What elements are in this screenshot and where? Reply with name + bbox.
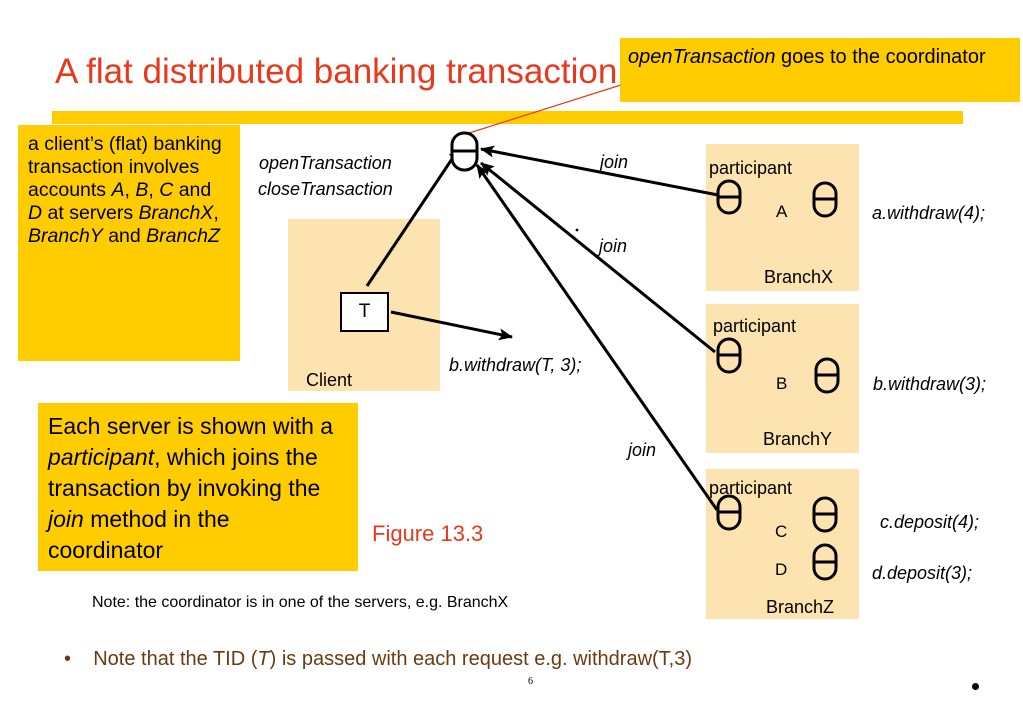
coordinator-icon	[450, 131, 479, 172]
join-arrow-z	[475, 164, 719, 511]
request-arrow	[390, 310, 513, 341]
branch-z-box	[706, 469, 859, 619]
account-icon-c	[812, 496, 838, 533]
op-c-deposit: c.deposit(4);	[880, 512, 980, 532]
client-coordinator-arrow	[365, 149, 460, 287]
desc-sep-3: ,	[213, 202, 219, 224]
page-number: 6	[528, 676, 533, 687]
client-label: Client	[306, 370, 353, 390]
join-label-z: join	[628, 440, 657, 460]
account-c-ref: C	[159, 179, 174, 201]
branch-z-ref: BranchZ	[146, 225, 220, 247]
callout-text: goes to the coordinator	[775, 46, 986, 68]
op-a-withdraw: a.withdraw(4);	[872, 203, 986, 223]
branch-x-ref: BranchX	[138, 202, 214, 224]
branch-y-label: BranchY	[763, 429, 833, 449]
account-icon-b	[814, 357, 840, 394]
desc-and: and	[173, 179, 212, 201]
op-b-withdraw: b.withdraw(3);	[873, 374, 987, 394]
account-d-ref: D	[28, 202, 43, 224]
dot-icon	[972, 683, 979, 690]
desc-sep-2: ,	[148, 179, 160, 201]
bullet-tid: T	[257, 648, 270, 670]
participant-icon-z	[716, 494, 742, 531]
bullet-icon: •	[64, 648, 94, 670]
transaction-id-box: T	[340, 292, 389, 332]
request-label: b.withdraw(T, 3);	[449, 355, 582, 375]
title-underline-bar	[52, 111, 963, 124]
account-icon-d	[812, 543, 838, 581]
account-icon-a	[812, 181, 838, 218]
bullet-text-2: ) is passed with each request e.g. withd…	[269, 648, 693, 670]
desc-sep-1: ,	[124, 179, 136, 201]
participant-label-y: participant	[713, 316, 797, 336]
open-transaction-label: openTransaction	[259, 153, 392, 173]
figure-label: Figure 13.3	[372, 521, 484, 546]
account-label-d: D	[775, 560, 788, 579]
join-label-x: join	[600, 152, 629, 172]
client-description-box: a client’s (flat) banking transaction in…	[18, 125, 240, 361]
account-b-ref: B	[135, 179, 149, 201]
participant-description-box: Each server is shown with a participant,…	[38, 403, 358, 571]
account-label-a: A	[776, 202, 788, 221]
coordinator-callout: openTransaction goes to the coordinator	[620, 38, 1020, 102]
desc-text-1: a client’s (flat) banking transaction in…	[28, 133, 222, 201]
desc-text-2: at servers	[42, 202, 139, 224]
p-desc-text-3: method in the coordinator	[48, 506, 230, 563]
op-d-deposit: d.deposit(3);	[872, 563, 973, 583]
close-transaction-label: closeTransaction	[258, 179, 393, 199]
p-desc-text-1: Each server is shown with a	[48, 413, 334, 439]
stray-dot	[575, 228, 579, 232]
bullet-text-1: Note that the TID (	[93, 648, 258, 670]
participant-term: participant	[48, 444, 155, 470]
callout-pointer-line	[465, 83, 625, 135]
participant-label-z: participant	[709, 478, 793, 498]
join-label-y: join	[599, 236, 628, 256]
branch-x-box	[706, 144, 859, 291]
desc-and-2: and	[102, 225, 147, 247]
tid-bullet: • Note that the TID (T) is passed with e…	[64, 648, 692, 671]
branch-y-box	[706, 304, 859, 453]
account-label-b: B	[776, 374, 788, 393]
coordinator-note: Note: the coordinator is in one of the s…	[92, 594, 509, 611]
branch-x-label: BranchX	[764, 267, 834, 287]
join-arrow-y	[480, 161, 716, 354]
join-term: join	[48, 506, 84, 532]
branch-z-label: BranchZ	[766, 597, 835, 617]
slide-title: A flat distributed banking transaction	[55, 52, 618, 91]
callout-italic: openTransaction	[628, 46, 776, 68]
participant-label-x: participant	[709, 158, 793, 178]
p-desc-text-2: , which joins the transaction by invokin…	[48, 444, 321, 501]
participant-icon-y	[716, 337, 742, 374]
account-label-c: C	[775, 522, 788, 541]
participant-icon-x	[716, 179, 742, 215]
join-arrow-x	[480, 145, 719, 197]
account-a-ref: A	[111, 179, 125, 201]
branch-y-ref: BranchY	[28, 225, 103, 247]
